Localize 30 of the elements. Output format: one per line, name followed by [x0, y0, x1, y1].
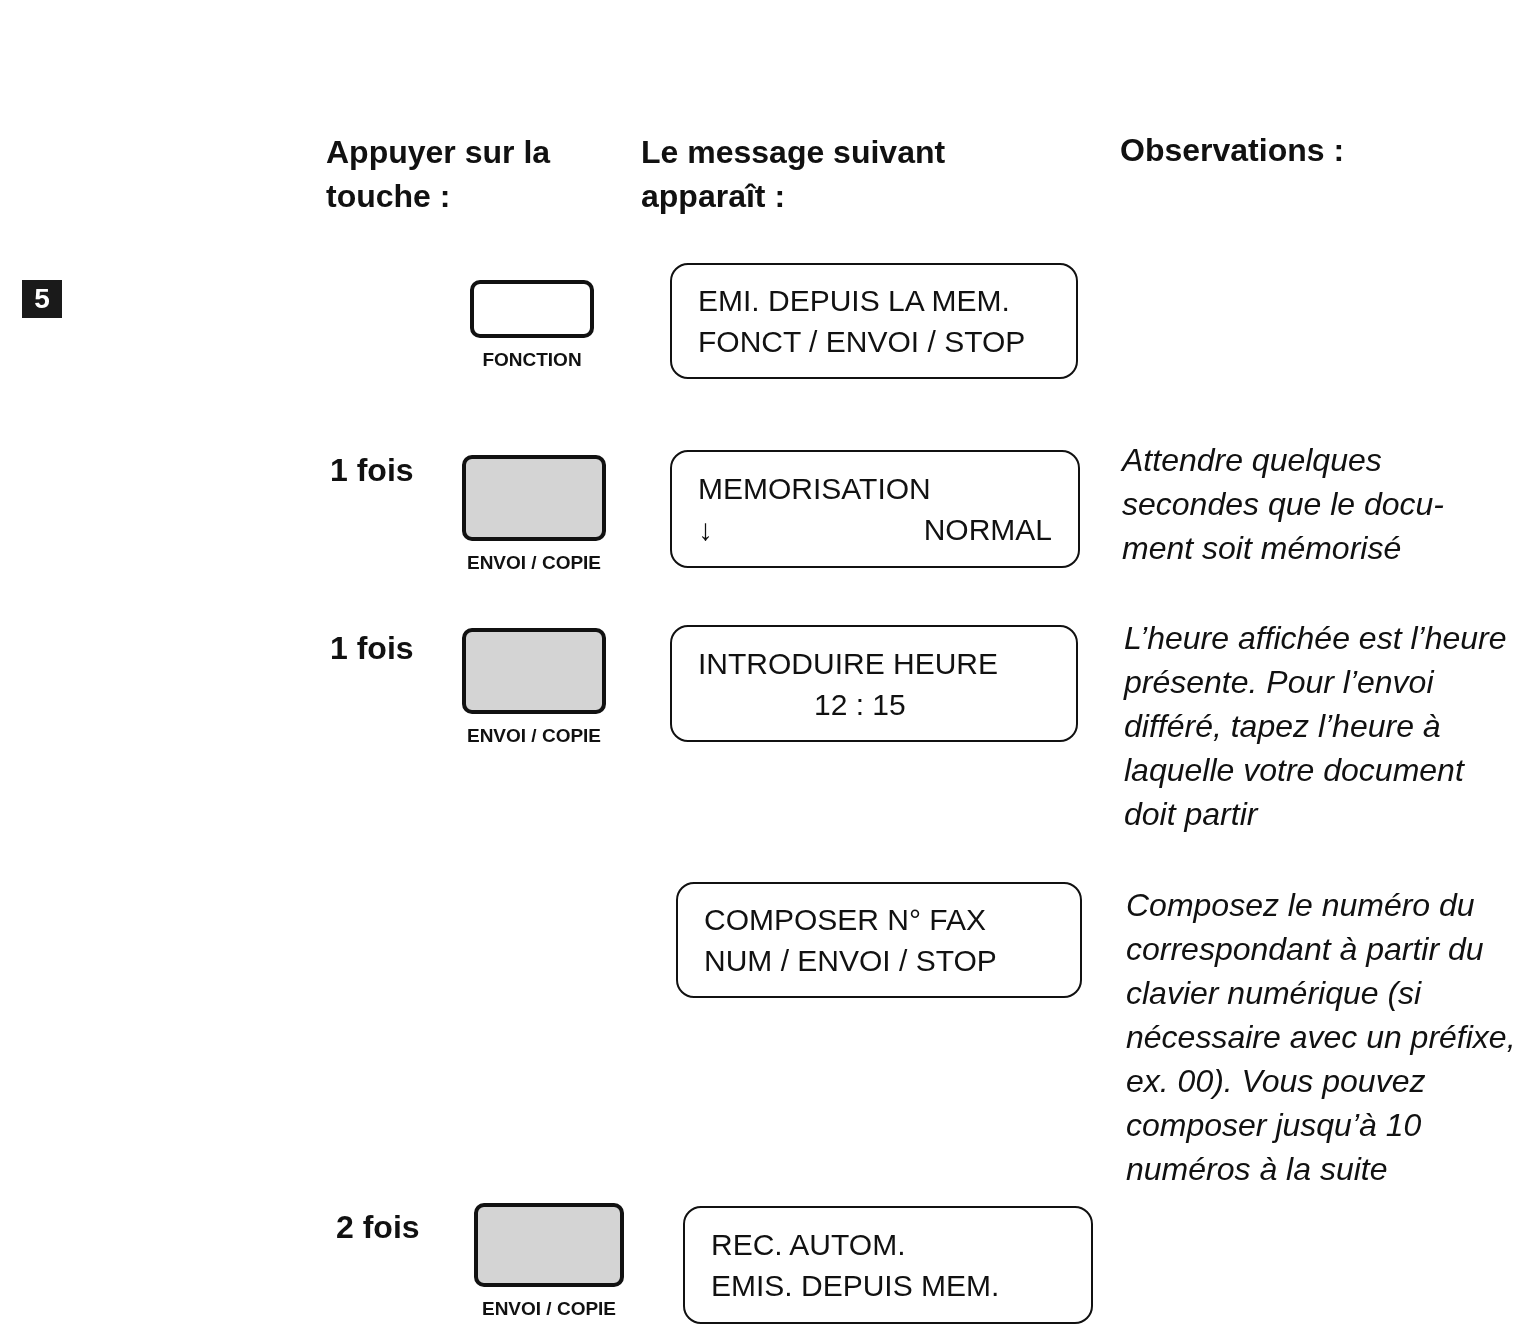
key-label: FONCTION: [482, 348, 582, 372]
press-count: 1 fois: [330, 629, 414, 668]
key-label: ENVOI / COPIE: [466, 551, 602, 575]
display-screen: [670, 625, 1078, 742]
display-text: NUM / ENVOI / STOP: [704, 943, 998, 979]
display-text: MEMORISATION: [698, 471, 932, 507]
observation-note: Attendre quelques secondes que le docu-ment soit mémorisé: [1122, 441, 1445, 568]
section-badge: 5: [22, 280, 62, 318]
display-text: EMIS. DEPUIS MEM.: [711, 1268, 1001, 1304]
display-screen: [683, 1206, 1093, 1324]
down-arrow-glyph: ↓: [698, 512, 713, 548]
display-text: 12 : 15: [813, 686, 907, 723]
key-label: ENVOI / COPIE: [481, 1297, 617, 1321]
display-text: FONCT / ENVOI / STOP: [698, 324, 1027, 360]
display-text: NORMAL: [923, 512, 1052, 548]
display-screen: [676, 882, 1082, 998]
display-text: INTRODUIRE HEURE: [698, 645, 999, 682]
column-heading: Le message suivant apparaît :: [641, 133, 947, 216]
column-heading: Appuyer sur la touche :: [326, 133, 552, 216]
display-text: REC. AUTOM.: [711, 1227, 907, 1263]
column-heading: Observations :: [1120, 131, 1346, 170]
display-screen: [670, 450, 1080, 568]
press-count: 1 fois: [330, 451, 414, 490]
observation-note: L’heure affichée est l’heure présente. Pour l’envoi différé, tapez l’heure à laquelle votre document doit partir: [1124, 619, 1508, 834]
press-count: 2 fois: [336, 1208, 420, 1247]
display-text: COMPOSER N° FAX: [704, 902, 988, 938]
display-text: EMI. DEPUIS LA MEM.: [698, 283, 1011, 319]
display-screen: [670, 263, 1078, 379]
observation-note: Composez le numéro du correspondant à partir du clavier numérique (si nécessaire avec un préfixe, ex. 00). Vous pouvez composer jusqu’à 10 numéros à la suite: [1126, 886, 1517, 1189]
key-label: ENVOI / COPIE: [466, 724, 602, 748]
